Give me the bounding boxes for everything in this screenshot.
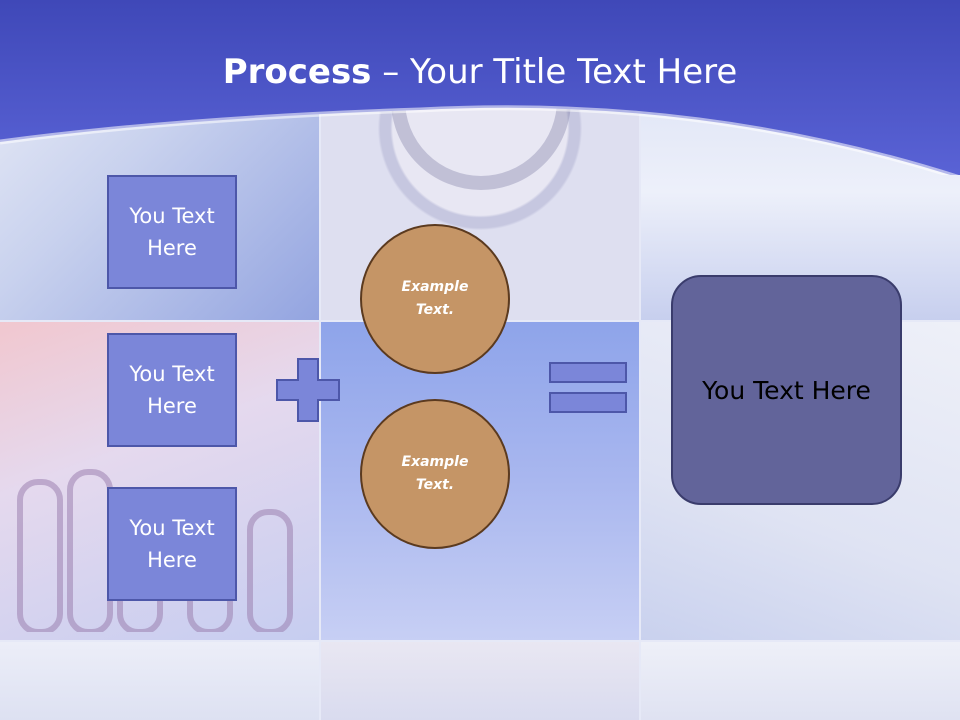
slide-title: Process – Your Title Text Here bbox=[0, 52, 960, 92]
title-rest-part: – Your Title Text Here bbox=[371, 52, 738, 92]
title-banner bbox=[0, 0, 960, 175]
lab-photo-bottom-middle bbox=[321, 642, 639, 720]
text-box-1-line2: Here bbox=[147, 236, 197, 260]
result-box-text: You Text Here bbox=[702, 375, 871, 405]
text-box-2-line2: Here bbox=[147, 394, 197, 418]
text-box-1[interactable]: You Text Here bbox=[107, 175, 237, 289]
example-circle-2-line1: Example bbox=[401, 454, 469, 470]
text-box-2[interactable]: You Text Here bbox=[107, 333, 237, 447]
text-box-3-line2: Here bbox=[147, 548, 197, 572]
text-box-3-line1: You Text bbox=[129, 516, 215, 540]
text-box-3[interactable]: You Text Here bbox=[107, 487, 237, 601]
lab-photo-bottom-left bbox=[0, 642, 319, 720]
example-circle-1[interactable]: Example Text. bbox=[360, 224, 510, 374]
result-box[interactable]: You Text Here bbox=[671, 275, 902, 505]
plus-icon bbox=[276, 358, 340, 422]
text-box-1-line1: You Text bbox=[129, 204, 215, 228]
example-circle-2-line2: Text. bbox=[415, 477, 455, 493]
text-box-2-line1: You Text bbox=[129, 362, 215, 386]
equals-icon-top-bar bbox=[549, 362, 627, 383]
equals-icon-bottom-bar bbox=[549, 392, 627, 413]
lab-photo-bottom-right bbox=[641, 642, 960, 720]
example-circle-1-line1: Example bbox=[401, 279, 469, 295]
title-bold-part: Process bbox=[222, 52, 372, 92]
example-circle-2[interactable]: Example Text. bbox=[360, 399, 510, 549]
example-circle-1-line2: Text. bbox=[415, 302, 455, 318]
